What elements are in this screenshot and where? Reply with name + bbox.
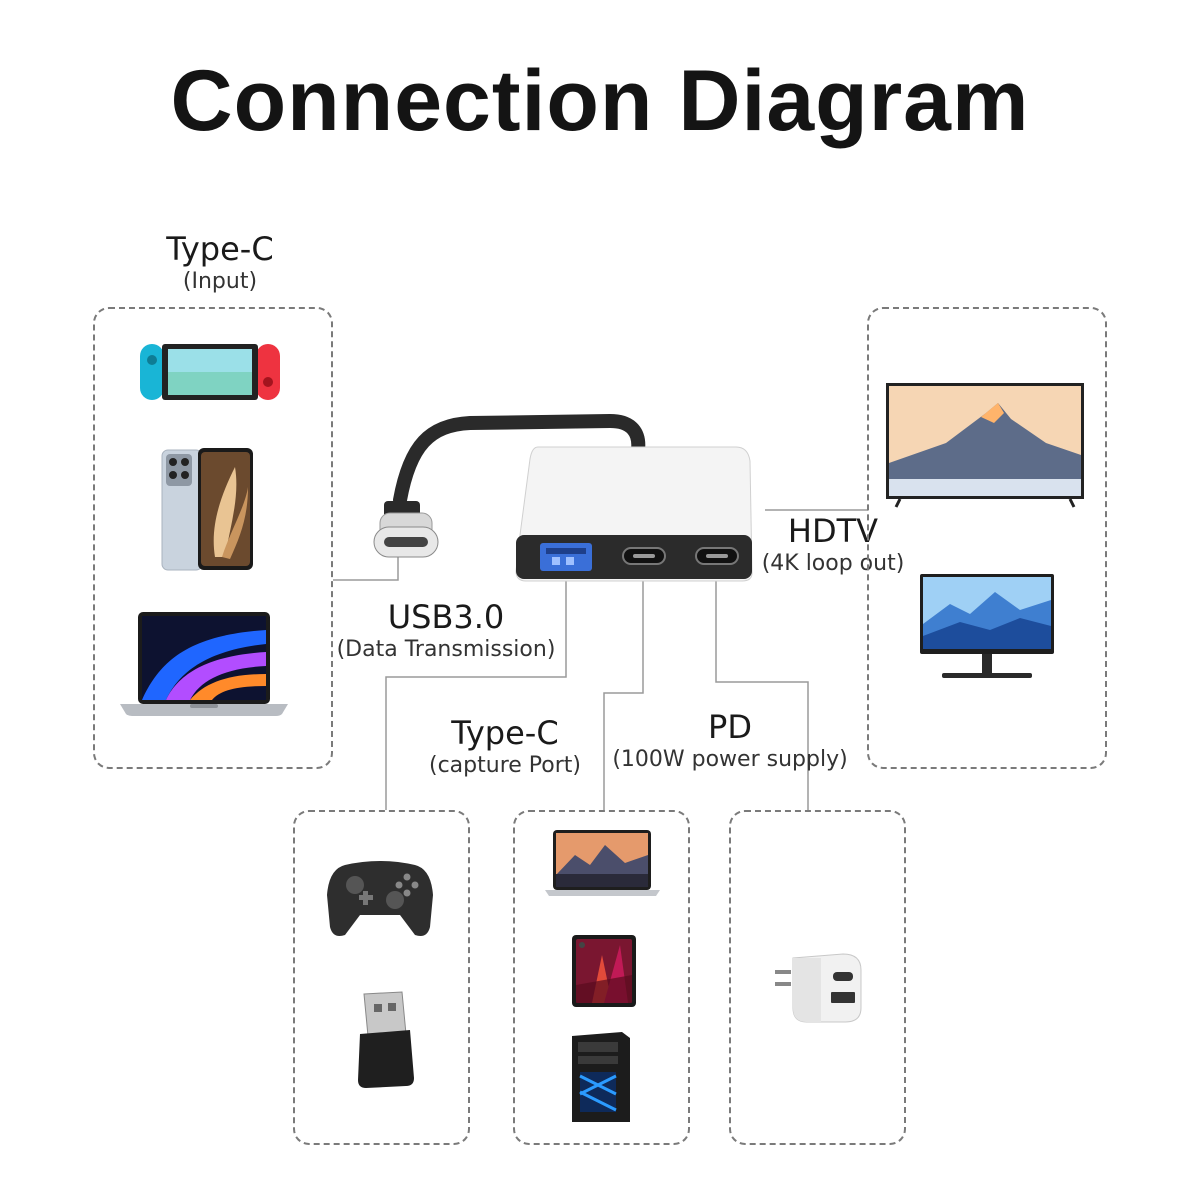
usb-devices-box: [293, 810, 470, 1145]
label-hdtv: HDTV (4K loop out): [760, 512, 906, 578]
usb-c-hub-icon: [373, 413, 753, 582]
capture-devices-box: [513, 810, 690, 1145]
label-sub: (Input): [182, 269, 258, 294]
label-typec-capture: Type-C (capture Port): [420, 714, 590, 780]
input-line: [333, 555, 399, 581]
game-console-icon: [140, 344, 280, 400]
tablet-icon: [572, 935, 636, 1007]
laptop-icon: [120, 612, 288, 716]
usb-charger-icon: [775, 953, 862, 1023]
pd-line: [715, 575, 809, 810]
usb-line: [385, 580, 567, 810]
label-main: HDTV: [787, 512, 879, 550]
monitor-icon: [920, 574, 1054, 678]
label-sub: (Data Transmission): [336, 637, 556, 662]
label-main: Type-C: [451, 714, 559, 752]
usb-dongle-icon: [358, 991, 414, 1088]
input-devices-box: [93, 307, 333, 769]
label-main: USB3.0: [387, 598, 505, 636]
label-main: PD: [708, 708, 752, 746]
diagram-title: Connection Diagram: [170, 53, 1030, 149]
desktop-tower-icon: [572, 1032, 630, 1122]
smartphone-icon: [161, 448, 253, 571]
label-typec-input: Type-C (Input): [120, 230, 320, 296]
laptop-icon: [545, 830, 660, 896]
label-sub: (4K loop out): [761, 551, 905, 576]
capture-line: [603, 575, 644, 810]
hdtv-devices-box: [867, 307, 1107, 769]
television-icon: [886, 383, 1084, 508]
label-usb30: USB3.0 (Data Transmission): [333, 598, 559, 664]
label-pd: PD (100W power supply): [612, 708, 848, 774]
label-sub: (100W power supply): [612, 747, 848, 772]
power-devices-box: [729, 810, 906, 1145]
label-sub: (capture Port): [429, 753, 581, 778]
label-main: Type-C: [166, 230, 274, 268]
game-controller-icon: [327, 861, 433, 936]
